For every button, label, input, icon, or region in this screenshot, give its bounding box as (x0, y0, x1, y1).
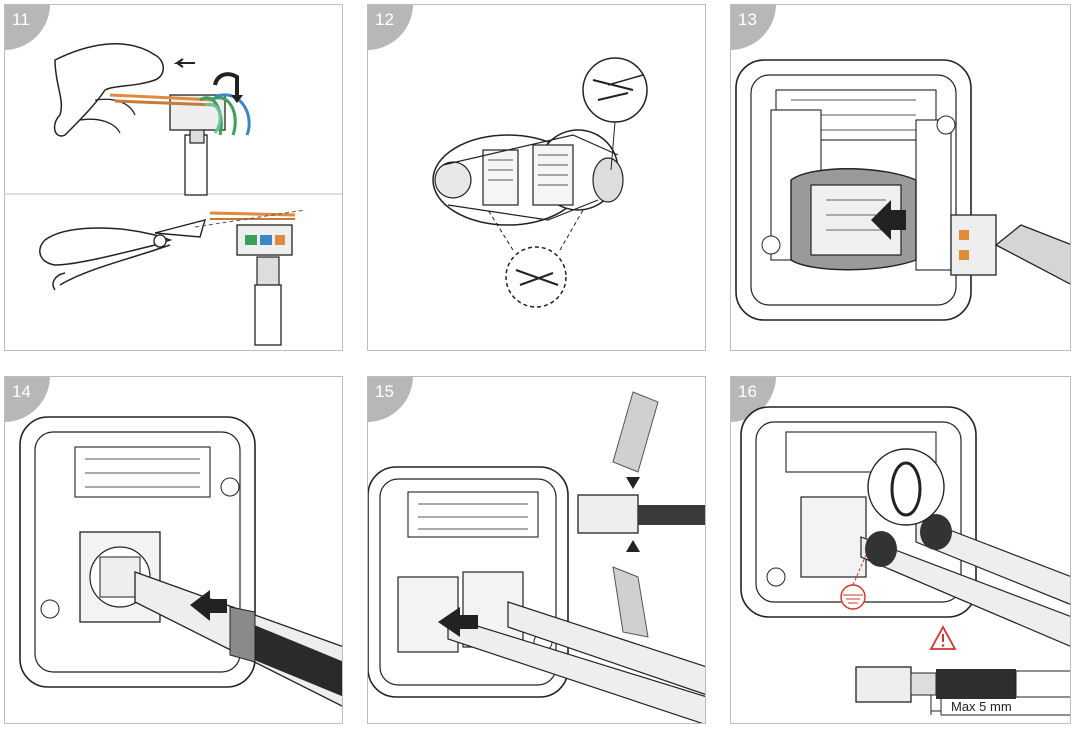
step-12-illustration (432, 57, 648, 308)
step-number: 12 (375, 10, 394, 29)
step-11-illustration (5, 43, 342, 346)
step-panel-11: 11 (4, 4, 343, 351)
step-14-illustration (19, 416, 342, 707)
step-number: 16 (738, 382, 757, 401)
step-panel-16: 16 Max 5 mm (730, 376, 1071, 724)
max-length-label: Max 5 mm (951, 699, 1012, 714)
step-panel-12: 12 (367, 4, 706, 351)
step-16-illustration: Max 5 mm (740, 406, 1070, 716)
step-number: 15 (375, 382, 394, 401)
step-panel-14: 14 (4, 376, 343, 724)
step-number: 13 (738, 10, 757, 29)
step-panel-15: 15 (367, 376, 706, 724)
step-panel-13: 13 (730, 4, 1071, 351)
step-number: 11 (12, 10, 30, 29)
step-13-illustration (735, 59, 1070, 321)
step-badge: 11 (5, 5, 50, 50)
step-number: 14 (12, 382, 31, 401)
step-15-illustration (368, 391, 705, 723)
